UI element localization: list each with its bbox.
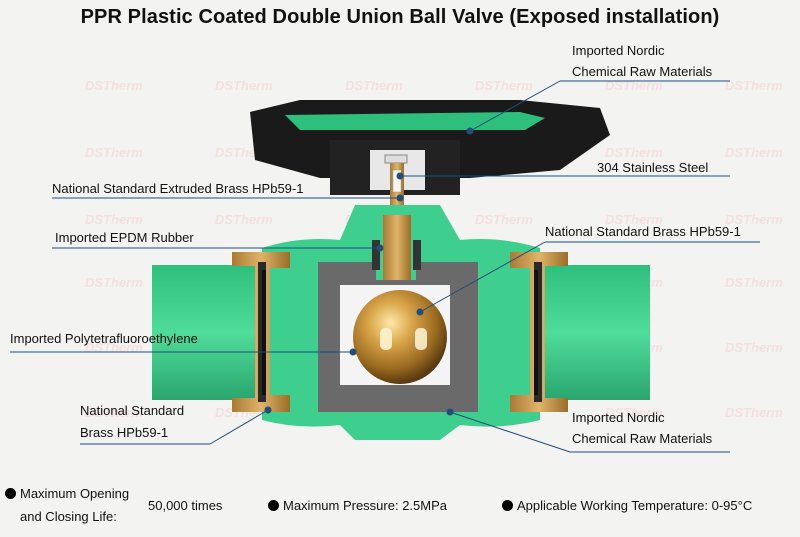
watermark-text: DSTherm (85, 405, 143, 420)
watermark-text: DSTherm (85, 340, 143, 355)
bullet-icon (268, 500, 279, 511)
spec-opening-label-line1: Maximum Opening (5, 486, 129, 501)
watermark-text: DSTherm (215, 78, 273, 93)
watermark-text: DSTherm (475, 78, 533, 93)
label-nordic-top-line1: Imported Nordic (572, 43, 665, 58)
watermark-text: DSTherm (725, 212, 783, 227)
watermark-text: DSTherm (85, 145, 143, 160)
label-nordic-bottom-line2: Chemical Raw Materials (572, 431, 713, 446)
right-union (510, 252, 568, 412)
watermark-text: DSTherm (475, 212, 533, 227)
watermark-text: DSTherm (605, 212, 663, 227)
watermark-text: DSTherm (725, 405, 783, 420)
watermark-text: DSTherm (725, 340, 783, 355)
watermark-text: DSTherm (85, 212, 143, 227)
label-stainless-steel: 304 Stainless Steel (597, 160, 709, 175)
watermark-text: DSTherm (605, 145, 663, 160)
watermark-text: DSTherm (215, 212, 273, 227)
label-brass-union-line1: National Standard (80, 403, 185, 418)
label-ptfe: Imported Polytetrafluoroethylene (10, 331, 198, 346)
label-epdm-rubber: Imported EPDM Rubber (55, 230, 194, 245)
watermark-text: DSTherm (605, 78, 663, 93)
page-title: PPR Plastic Coated Double Union Ball Val… (80, 6, 720, 28)
watermark-text: DSTherm (605, 405, 663, 420)
label-brass-ball: National Standard Brass HPb59-1 (545, 224, 741, 239)
handle (250, 100, 610, 195)
bullet-icon (5, 488, 16, 499)
spec-max-pressure: Maximum Pressure: 2.5MPa (268, 498, 447, 513)
leader-dots (264, 127, 474, 416)
watermark-text: DSTherm (85, 78, 143, 93)
spec-opening-label-line2: and Closing Life: (20, 509, 117, 524)
label-nordic-top-line2: Chemical Raw Materials (572, 64, 713, 79)
label-extruded-brass: National Standard Extruded Brass HPb59-1 (52, 181, 304, 196)
pipes (152, 265, 650, 400)
spec-working-temperature: Applicable Working Temperature: 0-95°C (502, 498, 752, 513)
leader-lines (10, 80, 760, 453)
bullet-icon (502, 500, 513, 511)
label-brass-union-line2: Brass HPb59-1 (80, 425, 169, 440)
watermark-text: DSTherm (725, 145, 783, 160)
watermark-text: DSTherm (725, 78, 783, 93)
label-nordic-bottom-line1: Imported Nordic (572, 410, 665, 425)
watermark-text: DSTherm (345, 78, 403, 93)
brass-ball (353, 290, 447, 384)
left-union (232, 252, 290, 412)
watermark-text: DSTherm (725, 275, 783, 290)
spec-opening-value: 50,000 times (148, 498, 223, 513)
watermark-text: DSTherm (85, 275, 143, 290)
